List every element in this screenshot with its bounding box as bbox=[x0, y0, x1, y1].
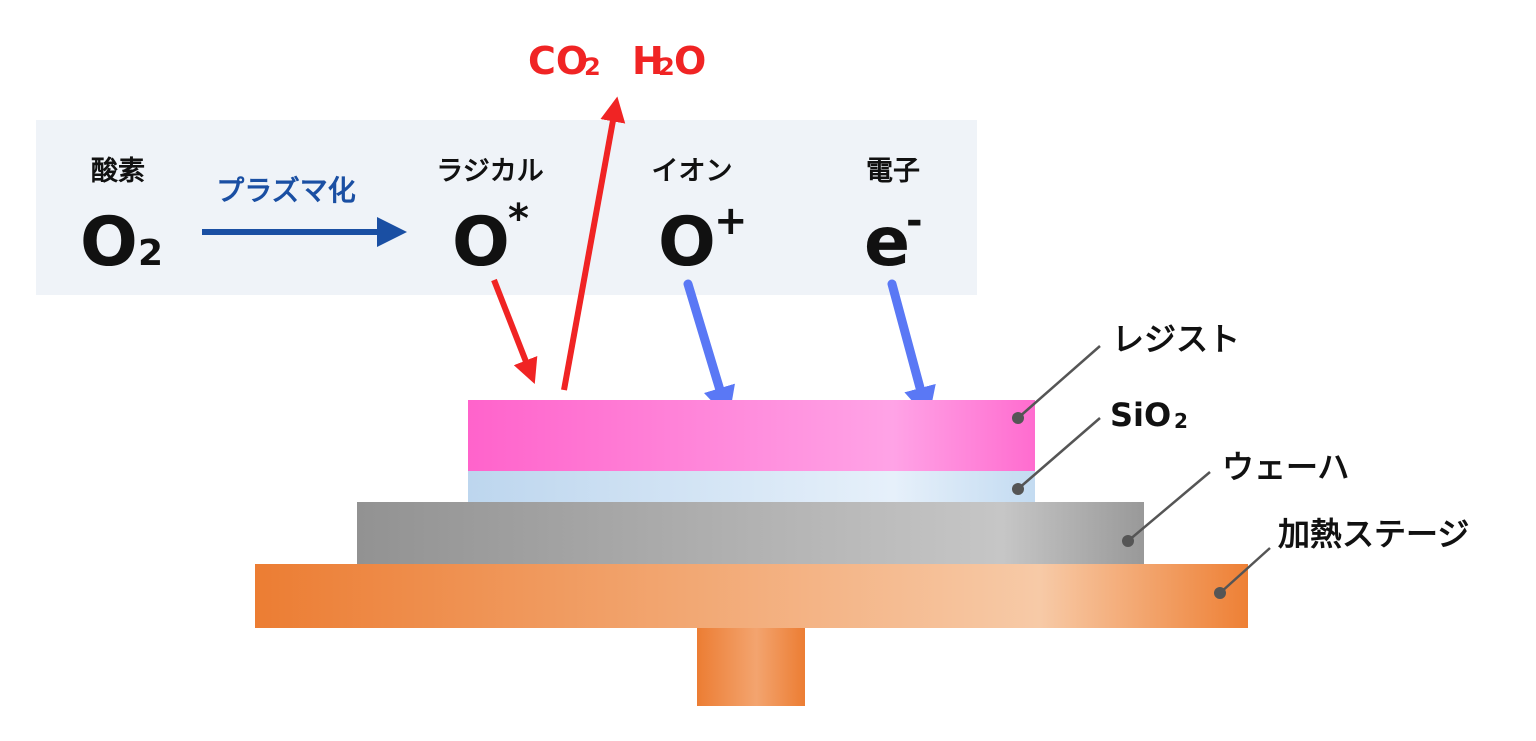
electron-symbol: e bbox=[864, 203, 910, 282]
product-release-arrow bbox=[561, 96, 626, 391]
stage-label: 加熱ステージ bbox=[1278, 515, 1469, 553]
sio2-leader-dot bbox=[1012, 483, 1024, 495]
sio2-leader bbox=[1017, 417, 1101, 490]
ion-superscript: + bbox=[714, 198, 748, 244]
heating-stage bbox=[255, 564, 1248, 628]
sio2-label: SiO 2 bbox=[1110, 396, 1188, 434]
reaction-products: CO 2 H 2 O bbox=[528, 39, 706, 83]
sio2-layer bbox=[468, 470, 1035, 502]
radical-symbol: O bbox=[452, 203, 510, 282]
oxygen-subscript: 2 bbox=[138, 233, 163, 274]
resist-label: レジスト bbox=[1112, 320, 1240, 358]
stage-leader-dot bbox=[1214, 587, 1226, 599]
h2o-subscript: 2 bbox=[658, 53, 675, 81]
resist-layer bbox=[468, 400, 1035, 471]
oxygen-symbol: O bbox=[80, 203, 138, 282]
radical-label: ラジカル bbox=[436, 156, 543, 187]
electron-arrow bbox=[887, 279, 936, 420]
co2-base: CO bbox=[528, 39, 588, 83]
stage-leader bbox=[1219, 547, 1271, 594]
ion-symbol: O bbox=[658, 203, 716, 282]
wafer-leader-dot bbox=[1122, 535, 1134, 547]
sio2-label-base: SiO bbox=[1110, 396, 1171, 434]
resist-leader bbox=[1017, 345, 1101, 419]
ion-label: イオン bbox=[652, 156, 733, 187]
oxygen-group: 酸素 O 2 bbox=[80, 156, 163, 282]
radical-group: ラジカル O * bbox=[436, 156, 543, 282]
sio2-label-subscript: 2 bbox=[1174, 409, 1188, 433]
radical-to-resist-arrow bbox=[491, 278, 538, 385]
co2-subscript: 2 bbox=[584, 53, 601, 81]
plasma-process-label: プラズマ化 bbox=[216, 174, 355, 207]
radical-superscript: * bbox=[508, 196, 529, 242]
ion-arrow bbox=[683, 279, 735, 420]
wafer-layer bbox=[357, 502, 1144, 564]
plasma-panel bbox=[36, 120, 977, 295]
electron-superscript: - bbox=[906, 198, 923, 244]
electron-group: 電子 e - bbox=[864, 156, 923, 282]
heating-stage-post bbox=[697, 627, 805, 706]
h2o-tail: O bbox=[674, 39, 706, 83]
oxygen-label: 酸素 bbox=[91, 156, 145, 187]
h2o-base: H bbox=[632, 39, 664, 83]
electron-label: 電子 bbox=[866, 156, 920, 187]
wafer-leader bbox=[1127, 471, 1211, 542]
resist-leader-dot bbox=[1012, 412, 1024, 424]
wafer-label: ウェーハ bbox=[1222, 448, 1349, 486]
ion-group: イオン O + bbox=[652, 156, 748, 282]
